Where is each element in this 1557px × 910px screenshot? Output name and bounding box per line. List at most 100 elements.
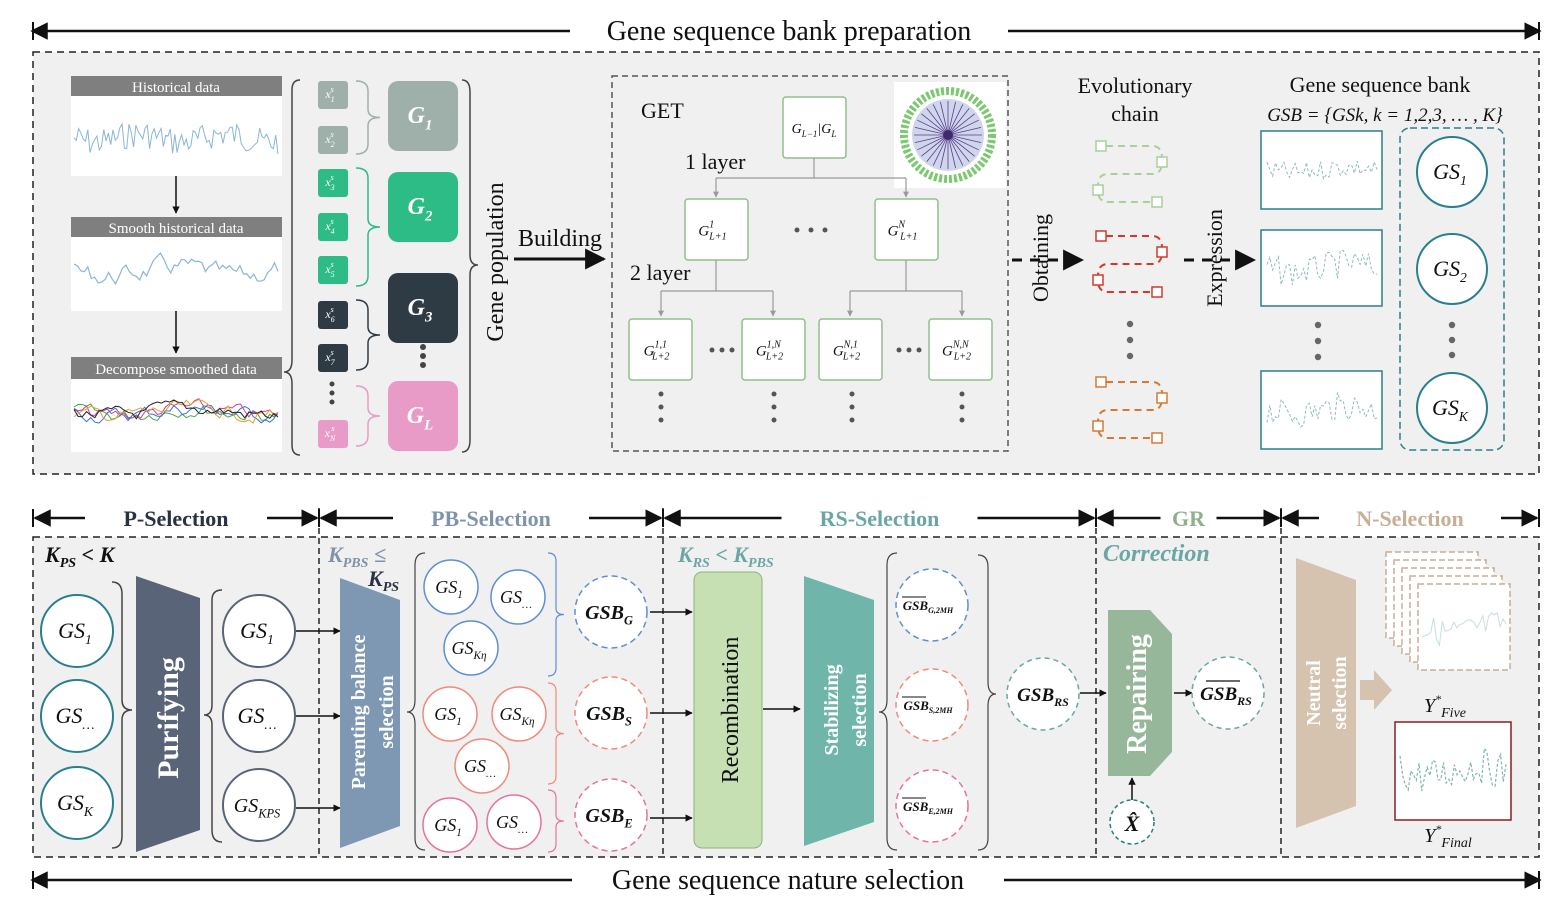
svg-text:G1L+1: G1L+1 bbox=[698, 220, 726, 243]
svg-text:GSBE: GSBE bbox=[585, 805, 632, 831]
group-G1: G1 bbox=[388, 81, 458, 151]
svg-text:x7s: x7s bbox=[324, 348, 335, 367]
svg-text:GS1: GS1 bbox=[240, 618, 274, 647]
neutral-arrow bbox=[1360, 670, 1392, 710]
svg-text:GS2: GS2 bbox=[1433, 256, 1467, 285]
component-x3: x3s bbox=[318, 169, 348, 197]
bank-title: Gene sequence bank bbox=[1290, 72, 1471, 97]
svg-text:G1,1L+2: G1,1L+2 bbox=[644, 340, 670, 363]
svg-text:GSBS,2MH: GSBS,2MH bbox=[903, 698, 953, 715]
pb-gs: GS1 bbox=[422, 797, 478, 853]
bank-gs-1: GS1 bbox=[1416, 136, 1488, 208]
correction-label: Correction bbox=[1103, 541, 1210, 567]
evolutionary-chains bbox=[1092, 140, 1168, 444]
pb-gs: GS1 bbox=[422, 686, 478, 742]
bank-series-plots bbox=[1260, 130, 1383, 450]
svg-text:x2s: x2s bbox=[324, 130, 334, 149]
get-label: GET bbox=[641, 98, 684, 123]
svg-text:GS…: GS… bbox=[464, 756, 496, 780]
svg-text:GL: GL bbox=[407, 403, 433, 434]
p-output-gs: GSKPS bbox=[222, 768, 296, 842]
neutral-label-2: selection bbox=[1329, 656, 1351, 729]
layer2-label: 2 layer bbox=[630, 260, 691, 285]
chain bbox=[1092, 140, 1168, 208]
evolutionary-chain-title: Evolutionary bbox=[1078, 73, 1193, 98]
svg-text:xNs: xNs bbox=[324, 424, 336, 443]
svg-text:x4s: x4s bbox=[324, 217, 334, 236]
bank-plot-1 bbox=[1260, 130, 1383, 210]
p-output-gs: GS1 bbox=[222, 594, 296, 668]
svg-text:GNL+1: GNL+1 bbox=[888, 220, 918, 243]
x-hat-label: X̂ bbox=[1124, 811, 1141, 836]
gsb-rs-bar-circle bbox=[1191, 656, 1265, 730]
pb-gs: GS1 bbox=[423, 559, 479, 615]
stabilizing-label-2: selection bbox=[849, 673, 871, 746]
recombination-label: Recombination bbox=[718, 637, 744, 784]
svg-text:G1,NL+2: G1,NL+2 bbox=[756, 340, 783, 363]
p-output-gs: GS… bbox=[222, 679, 296, 753]
rs-constraint: KRS < KPBS bbox=[677, 542, 774, 571]
component-xN: xNs bbox=[318, 420, 348, 448]
svg-text:GSBS: GSBS bbox=[586, 703, 632, 729]
stage-0: P-Selection bbox=[123, 506, 228, 531]
rs-output: GSBS,2MH bbox=[895, 668, 969, 742]
chain bbox=[1092, 376, 1168, 444]
y-five-stack bbox=[1385, 551, 1511, 671]
gsb-g: GSBG bbox=[574, 575, 648, 649]
svg-text:GS…: GS… bbox=[237, 703, 276, 732]
expression-label: Expression bbox=[1202, 209, 1227, 307]
svg-text:GSKη: GSKη bbox=[452, 638, 487, 662]
stabilizing-block bbox=[804, 576, 874, 846]
recombination-block bbox=[693, 571, 763, 849]
parenting-balance-label-1: Parenting balance bbox=[348, 635, 370, 790]
stage-3: GR bbox=[1172, 506, 1206, 531]
pb-gs: GSKη bbox=[443, 620, 499, 676]
parenting-balance-block bbox=[340, 578, 400, 848]
component-x5: x5s bbox=[318, 256, 348, 284]
obtaining-label: Obtaining bbox=[1028, 214, 1053, 302]
chain bbox=[1092, 230, 1168, 298]
svg-text:G2: G2 bbox=[408, 194, 433, 225]
svg-text:GSKPS: GSKPS bbox=[234, 795, 280, 821]
bank-plot-2 bbox=[1260, 229, 1383, 307]
gsb-rs-circle bbox=[1006, 657, 1080, 731]
pb-constraint-2: KPS bbox=[367, 566, 399, 595]
component-x7: x7s bbox=[318, 344, 348, 372]
svg-text:GS1: GS1 bbox=[435, 577, 463, 601]
svg-text:Historical data: Historical data bbox=[132, 80, 220, 96]
p-input-gs: GSK bbox=[40, 766, 114, 840]
p-constraint: KPS < K bbox=[44, 542, 116, 571]
svg-text:GS…: GS… bbox=[500, 587, 532, 611]
pb-gs: GS… bbox=[454, 738, 510, 794]
bottom-title: Gene sequence nature selection bbox=[612, 865, 964, 896]
network-thumbnail bbox=[894, 82, 1006, 188]
svg-text:x1s: x1s bbox=[324, 85, 334, 104]
evolutionary-chain-title-2: chain bbox=[1111, 101, 1159, 126]
component-x1: x1s bbox=[318, 81, 348, 109]
bank-gs-K: GSK bbox=[1416, 372, 1488, 444]
svg-text:GSKη: GSKη bbox=[500, 704, 535, 728]
purifying-block bbox=[136, 576, 200, 852]
gsb-e: GSBE bbox=[574, 778, 648, 852]
group-G2: G2 bbox=[388, 172, 458, 242]
stage-2: RS-Selection bbox=[820, 506, 940, 531]
rs-output: GSBG,2MH bbox=[895, 568, 969, 642]
parenting-balance-label-2: selection bbox=[376, 675, 398, 748]
svg-text:GS…: GS… bbox=[55, 703, 94, 732]
pb-gs: GSKη bbox=[491, 686, 547, 742]
svg-text:Decompose smoothed data: Decompose smoothed data bbox=[95, 362, 257, 378]
top-title: Gene sequence bank preparation bbox=[607, 16, 972, 47]
gene-population-label: Gene population bbox=[483, 182, 509, 341]
y-final-plot bbox=[1394, 721, 1512, 821]
